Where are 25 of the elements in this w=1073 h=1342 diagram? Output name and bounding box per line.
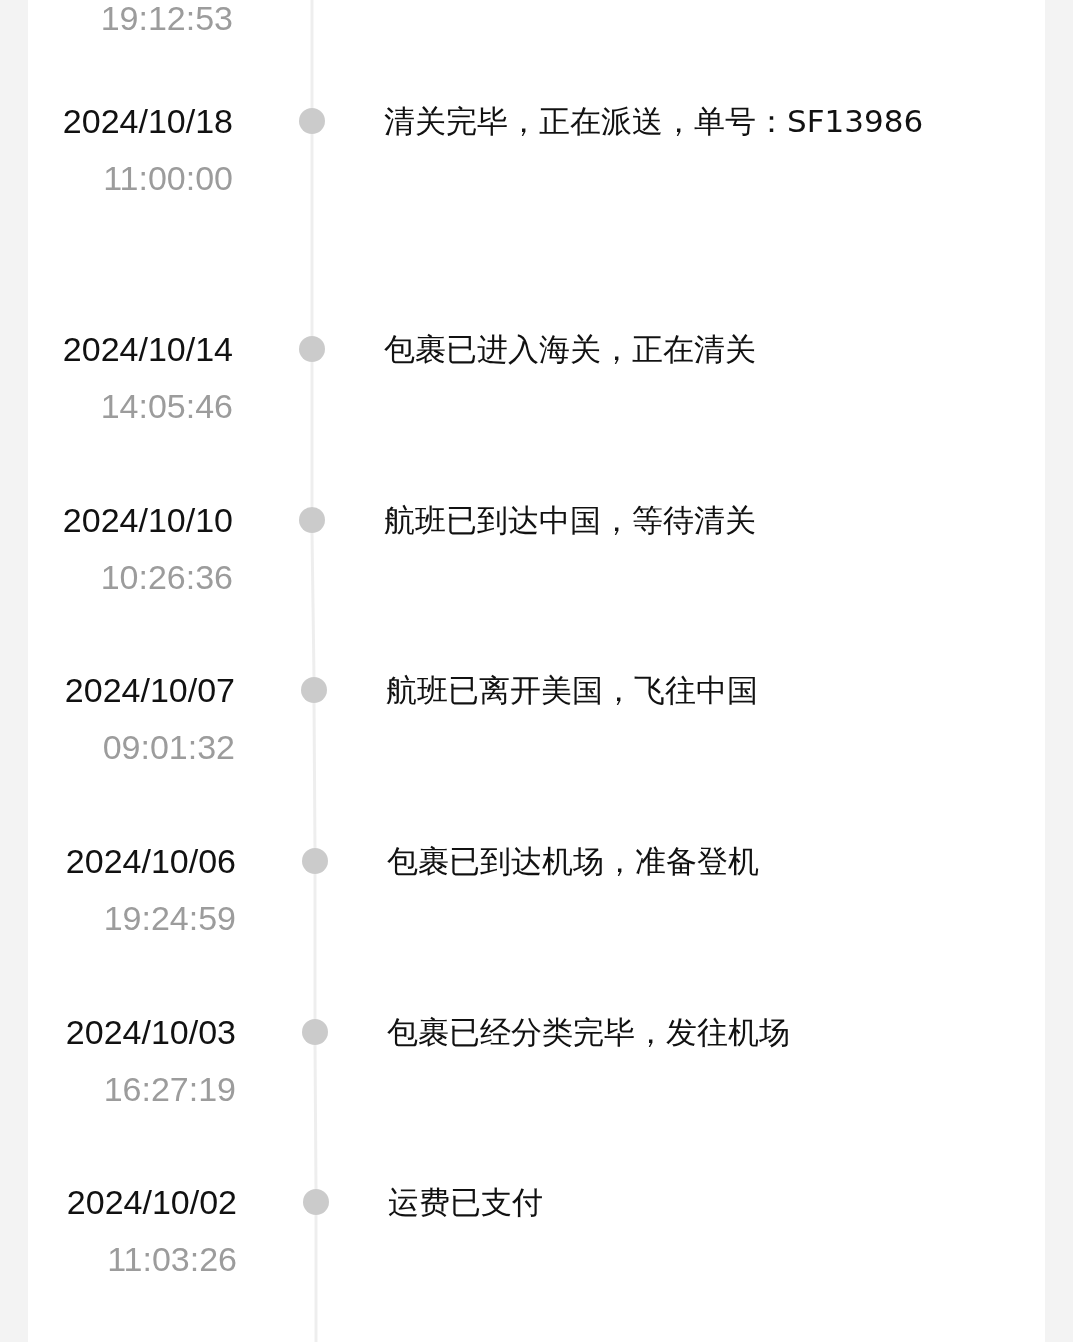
time-text: 11:00:00 [102,158,233,198]
time-text: 11:03:26 [106,1239,237,1279]
date-text: 2024/10/18 [61,101,233,141]
date-text: 2024/10/07 [63,670,235,710]
status-text: 包裹已经分类完毕，发往机场 [387,1013,791,1052]
time-text: 09:01:32 [101,727,235,767]
time-text: 19:12:53 [99,0,233,38]
date-text: 2024/10/06 [64,841,236,881]
timeline-line [312,703,317,848]
status-text: 包裹已进入海关，正在清关 [384,330,757,369]
timeline-line [313,1045,318,1189]
time-text: 14:05:46 [99,386,233,426]
date-text: 2024/10/10 [61,500,233,540]
date-text: 2024/10/14 [61,329,233,369]
date-text: 2024/10/03 [64,1012,236,1052]
timeline-line [310,532,316,678]
status-text: 运费已支付 [388,1183,544,1222]
status-text: 航班已离开美国，飞往中国 [386,671,759,710]
status-text: 包裹已到达机场，准备登机 [387,842,760,881]
time-text: 19:24:59 [102,898,236,938]
status-text: 清关完毕，正在派送，单号：SF13986 [384,102,925,141]
date-text: 2024/10/02 [65,1182,237,1222]
status-text: 航班已到达中国，等待清关 [384,501,757,540]
time-text: 10:26:36 [99,557,233,597]
time-text: 16:27:19 [102,1069,236,1109]
